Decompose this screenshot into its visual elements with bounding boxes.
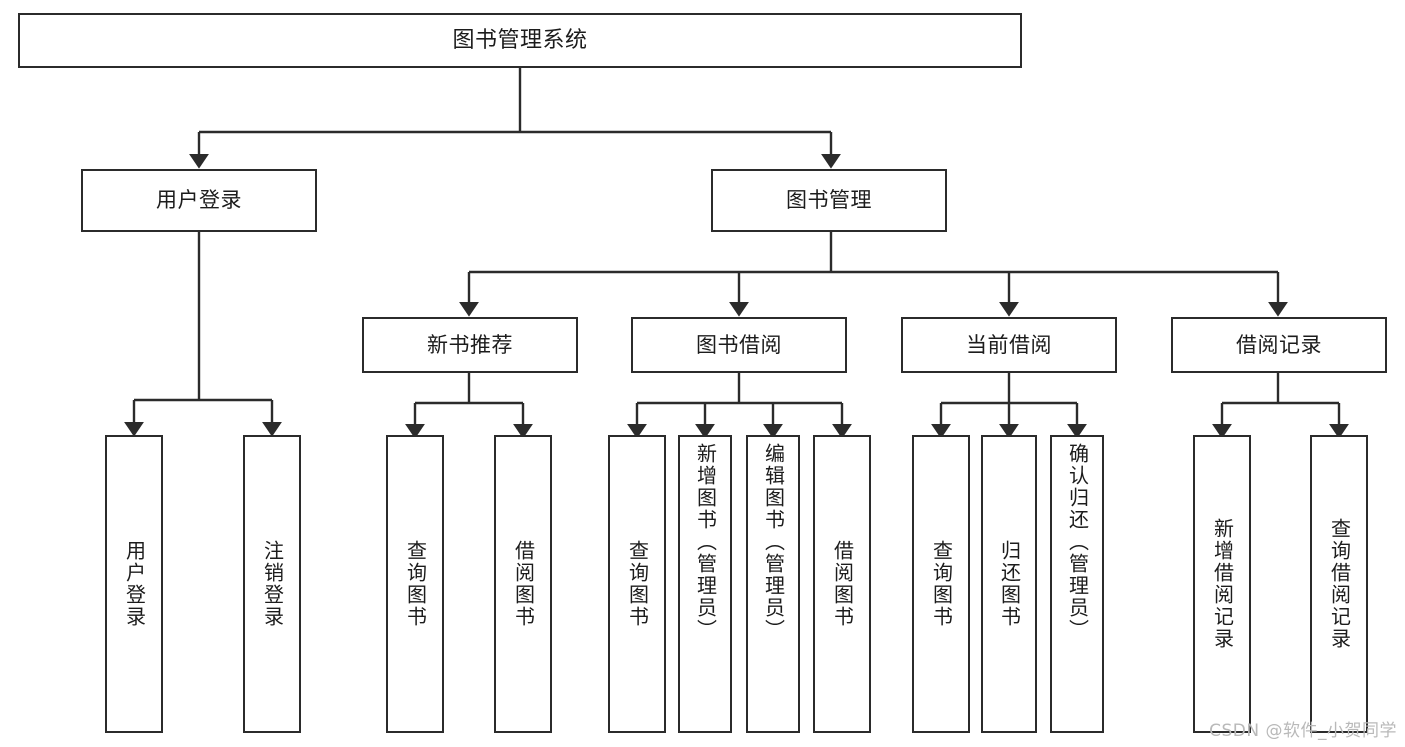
node-label: 图书管理	[786, 188, 872, 213]
leaf-records-add-borrow-record[interactable]: 新增借阅记录	[1193, 435, 1251, 733]
node-label: 借阅图书	[511, 540, 536, 628]
node-label: 当前借阅	[966, 332, 1052, 357]
leaf-current-borrow-confirm-return-admin[interactable]: 确认归还（管理员）	[1050, 435, 1104, 733]
leaf-book-borrow-borrow-books[interactable]: 借阅图书	[813, 435, 871, 733]
leaf-current-borrow-return-books[interactable]: 归还图书	[981, 435, 1037, 733]
leaf-book-borrow-add-book-admin[interactable]: 新增图书（管理员）	[678, 435, 732, 733]
node-label: 查询图书	[403, 540, 428, 628]
node-label: 借阅记录	[1236, 332, 1322, 357]
node-current-borrow[interactable]: 当前借阅	[901, 317, 1117, 373]
node-label: 借阅图书	[830, 540, 855, 628]
leaf-book-borrow-query-books[interactable]: 查询图书	[608, 435, 666, 733]
node-label: 用户登录	[122, 540, 147, 628]
node-book-borrow[interactable]: 图书借阅	[631, 317, 847, 373]
node-label: 查询借阅记录	[1327, 518, 1352, 650]
node-label: 新增图书（管理员）	[693, 443, 718, 641]
leaf-book-borrow-edit-book-admin[interactable]: 编辑图书（管理员）	[746, 435, 800, 733]
node-book-management[interactable]: 图书管理	[711, 169, 947, 232]
node-label: 图书借阅	[696, 332, 782, 357]
node-user-login[interactable]: 用户登录	[81, 169, 317, 232]
node-label: 确认归还（管理员）	[1065, 443, 1090, 641]
node-borrow-records[interactable]: 借阅记录	[1171, 317, 1387, 373]
node-label: 归还图书	[997, 540, 1022, 628]
leaf-user-login-logout[interactable]: 注销登录	[243, 435, 301, 733]
node-label: 查询图书	[929, 540, 954, 628]
node-new-book-recommend[interactable]: 新书推荐	[362, 317, 578, 373]
node-root-book-management-system[interactable]: 图书管理系统	[18, 13, 1022, 68]
leaf-records-query-borrow-record[interactable]: 查询借阅记录	[1310, 435, 1368, 733]
leaf-current-borrow-query-books[interactable]: 查询图书	[912, 435, 970, 733]
node-label: 新书推荐	[427, 332, 513, 357]
leaf-user-login-login[interactable]: 用户登录	[105, 435, 163, 733]
leaf-new-book-borrow-books[interactable]: 借阅图书	[494, 435, 552, 733]
node-label: 注销登录	[260, 540, 285, 628]
node-label: 用户登录	[156, 188, 242, 213]
csdn-watermark: CSDN @软件_小贺同学	[1209, 721, 1397, 741]
leaf-new-book-query-books[interactable]: 查询图书	[386, 435, 444, 733]
node-label: 新增借阅记录	[1210, 518, 1235, 650]
node-label: 编辑图书（管理员）	[761, 443, 786, 641]
node-label: 图书管理系统	[452, 27, 588, 53]
node-label: 查询图书	[625, 540, 650, 628]
